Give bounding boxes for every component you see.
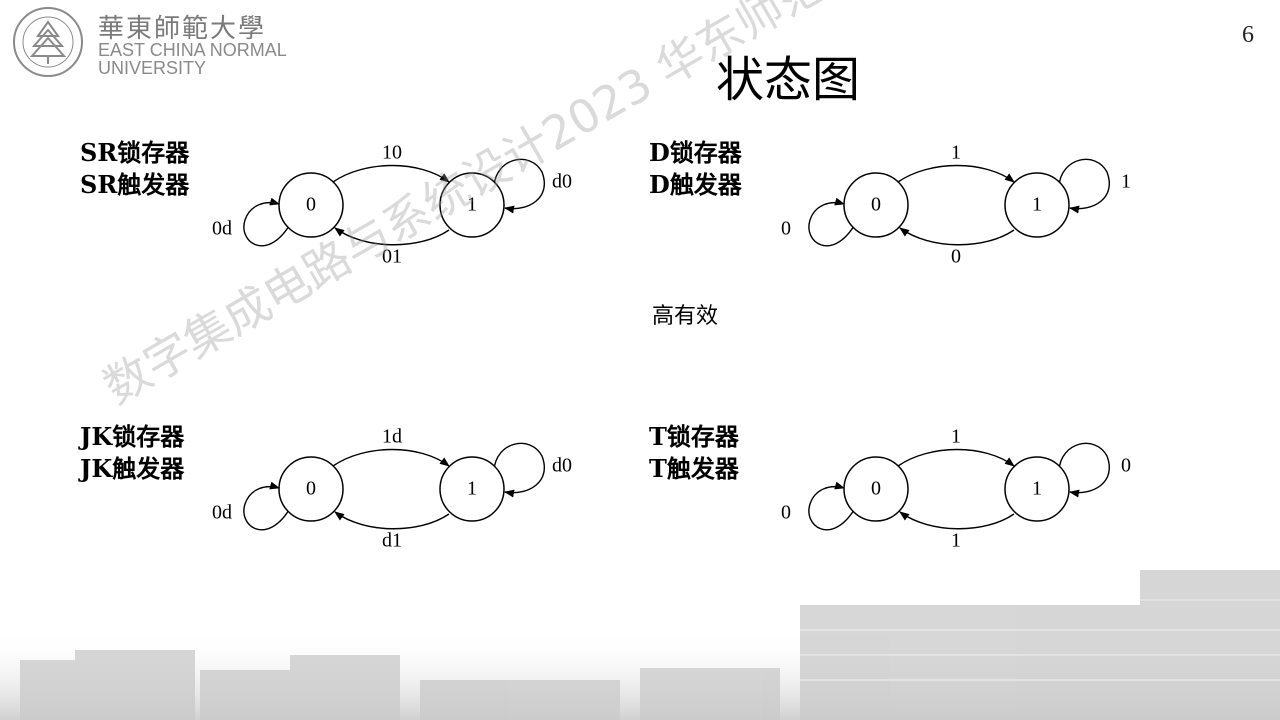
t-edge-1-to-0-label: 1	[951, 530, 961, 552]
t-label-line1: T锁存器	[649, 422, 739, 451]
t-label-line2: T触发器	[649, 454, 739, 483]
active-high-note: 高有效	[652, 304, 719, 329]
jk-state-diagram: 0 1 1d d1 0d d0	[212, 426, 572, 552]
sr-self-loop-0	[243, 197, 290, 247]
sr-self-loop-1	[493, 158, 545, 214]
t-self-loop-1-label: 0	[1121, 455, 1131, 477]
sr-edge-0-to-1-label: 10	[382, 142, 402, 164]
d-edge-0-to-1-label: 1	[951, 142, 961, 164]
d-state-1	[1004, 172, 1070, 238]
d-state-0	[843, 172, 909, 238]
jk-self-loop-1-label: d0	[552, 455, 572, 477]
logo-english-name-line2: UNIVERSITY	[98, 58, 207, 78]
sr-label-line2: SR触发器	[80, 170, 190, 199]
sr-state-1-label: 1	[467, 194, 477, 216]
jk-label: JK锁存器 JK触发器	[80, 421, 184, 485]
jk-self-loop-0-label: 0d	[212, 502, 232, 524]
d-label-line2: D触发器	[649, 170, 742, 199]
t-self-loop-0	[808, 481, 855, 531]
t-edge-0-to-1-label: 1	[951, 426, 961, 448]
sr-state-1	[439, 172, 505, 238]
campus-skyline-background	[0, 570, 1280, 720]
d-state-1-label: 1	[1032, 194, 1042, 216]
jk-edge-0-to-1	[332, 448, 450, 467]
d-edge-1-to-0-label: 0	[951, 246, 961, 268]
t-edge-1-to-0	[899, 511, 1015, 530]
jk-self-loop-1	[493, 442, 545, 498]
t-edge-0-to-1	[897, 448, 1015, 467]
jk-state-0	[278, 456, 344, 522]
logo-english-name-line1: EAST CHINA NORMAL	[98, 40, 287, 60]
sr-label-line1: SR锁存器	[80, 138, 190, 167]
sr-state-diagram: 0 1 10 01 0d d0	[212, 142, 572, 268]
d-label-line1: D锁存器	[649, 138, 742, 167]
t-label: T锁存器 T触发器	[649, 421, 739, 485]
sr-edge-1-to-0-label: 01	[382, 246, 402, 268]
logo-chinese-name: 華東師範大學	[98, 14, 267, 44]
t-self-loop-1	[1058, 442, 1110, 498]
jk-self-loop-0	[243, 481, 290, 531]
t-state-0-label: 0	[871, 478, 881, 500]
d-label: D锁存器 D触发器	[649, 137, 742, 201]
jk-label-line2: JK触发器	[80, 454, 185, 483]
page-number: 6	[1242, 22, 1254, 48]
d-edge-1-to-0	[899, 227, 1015, 246]
sr-state-0	[278, 172, 344, 238]
slide-title: 状态图	[715, 52, 860, 108]
jk-edge-1-to-0-label: d1	[382, 530, 402, 552]
jk-edge-1-to-0	[334, 511, 450, 530]
d-self-loop-0	[808, 197, 855, 247]
university-seal-icon	[13, 7, 83, 77]
jk-state-1	[439, 456, 505, 522]
jk-state-0-label: 0	[306, 478, 316, 500]
d-state-0-label: 0	[871, 194, 881, 216]
jk-state-1-label: 1	[467, 478, 477, 500]
t-state-1	[1004, 456, 1070, 522]
d-edge-0-to-1	[897, 164, 1015, 183]
jk-edge-0-to-1-label: 1d	[382, 426, 402, 448]
sr-label: SR锁存器 SR触发器	[80, 137, 189, 201]
sr-edge-1-to-0	[334, 227, 450, 246]
sr-self-loop-0-label: 0d	[212, 218, 232, 240]
sr-edge-0-to-1	[332, 164, 450, 183]
d-self-loop-0-label: 0	[781, 218, 791, 240]
t-state-0	[843, 456, 909, 522]
t-state-diagram: 0 1 1 1 0 0	[781, 426, 1131, 552]
d-self-loop-1	[1058, 158, 1110, 214]
sr-state-0-label: 0	[306, 194, 316, 216]
t-state-1-label: 1	[1032, 478, 1042, 500]
jk-label-line1: JK锁存器	[80, 422, 185, 451]
sr-self-loop-1-label: d0	[552, 171, 572, 193]
university-logo: 華東師範大學 EAST CHINA NORMAL UNIVERSITY	[10, 6, 310, 80]
t-self-loop-0-label: 0	[781, 502, 791, 524]
d-state-diagram: 0 1 1 0 0 1	[781, 142, 1131, 268]
d-self-loop-1-label: 1	[1121, 171, 1131, 193]
